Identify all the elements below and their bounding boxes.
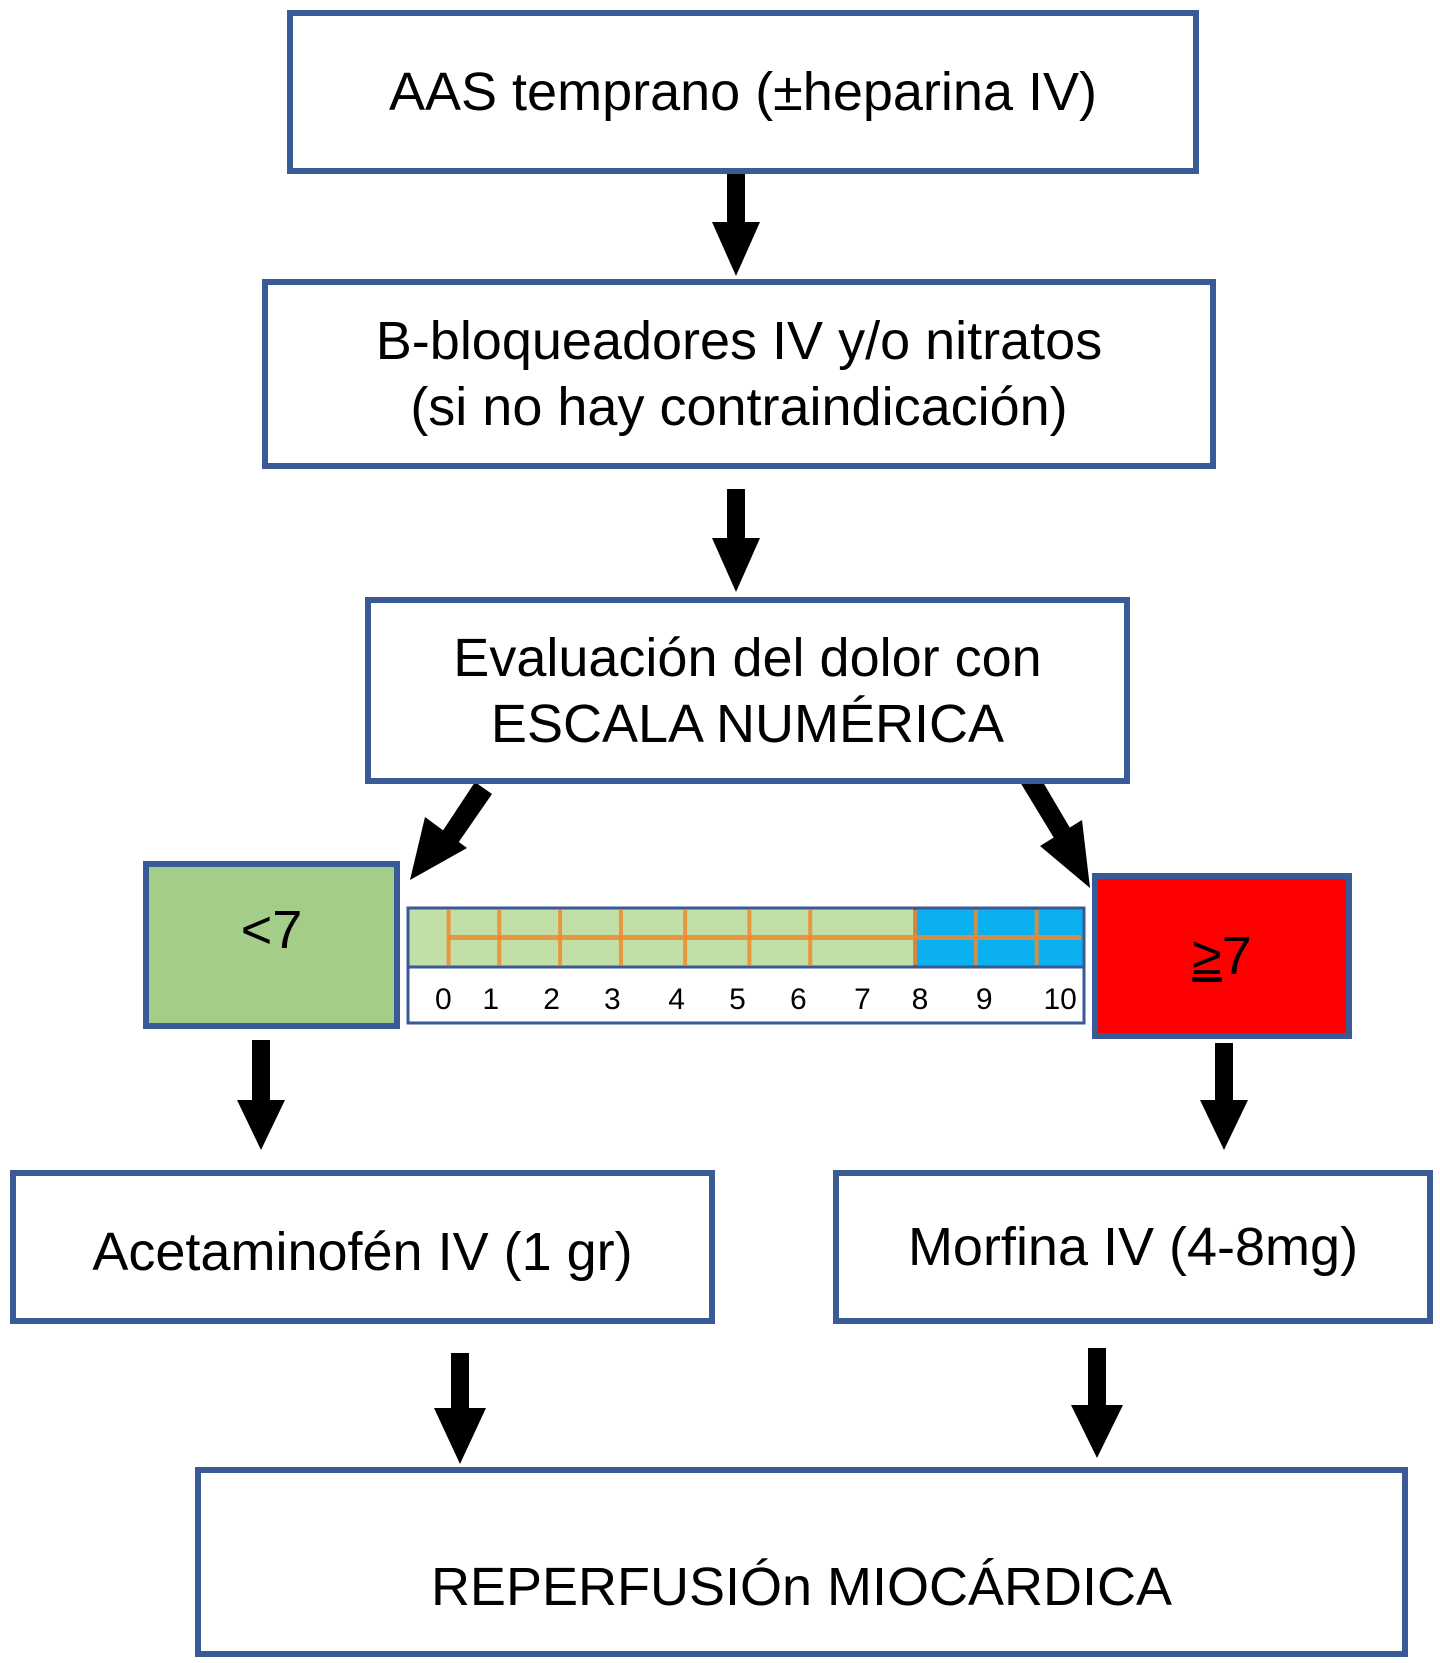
- acetaminophen-text: Acetaminofén IV (1 gr): [92, 1222, 633, 1282]
- low-pain-label: <7: [240, 900, 303, 960]
- outcome-text: REPERFUSIÓn MIOCÁRDICA: [430, 1557, 1173, 1617]
- step-eval-line2: ESCALA NUMÉRICA: [490, 693, 1005, 754]
- geq-symbol: ≥: [1192, 926, 1222, 986]
- scale-label: 2: [543, 983, 560, 1016]
- step-eval-line1: Evaluación del dolor con: [453, 627, 1042, 688]
- scale-label: 10: [1043, 983, 1076, 1016]
- high-pain-label: ≥7: [1192, 923, 1252, 989]
- arrow-down-icon: [434, 1353, 486, 1464]
- scale-label: 8: [912, 983, 929, 1016]
- arrow-down-icon: [1200, 1043, 1248, 1150]
- high-pain-value: 7: [1221, 926, 1252, 986]
- scale-label: 4: [668, 983, 685, 1016]
- step-beta-blockers-box: B-bloqueadores IV y/o nitratos (si no ha…: [262, 279, 1216, 469]
- low-pain-box: <7: [143, 861, 400, 1029]
- scale-label: 0: [435, 983, 452, 1016]
- scale-label: 3: [604, 983, 621, 1016]
- morphine-box: Morfina IV (4-8mg): [833, 1170, 1433, 1324]
- step-aas-text: AAS temprano (±heparina IV): [389, 62, 1097, 122]
- arrow-down-left-icon: [410, 782, 492, 880]
- step-beta-line2: (si no hay contraindicación): [410, 377, 1068, 437]
- arrow-down-icon: [237, 1040, 285, 1150]
- scale-label: 7: [854, 983, 871, 1016]
- outcome-reperfusion-box: REPERFUSIÓn MIOCÁRDICA: [195, 1467, 1408, 1657]
- morphine-text: Morfina IV (4-8mg): [907, 1217, 1359, 1277]
- scale-label: 5: [729, 983, 746, 1016]
- step-beta-line1: B-bloqueadores IV y/o nitratos: [375, 311, 1103, 371]
- acetaminophen-box: Acetaminofén IV (1 gr): [10, 1170, 715, 1324]
- arrow-down-icon: [712, 489, 760, 592]
- step-pain-evaluation-box: Evaluación del dolor con ESCALA NUMÉRICA: [365, 597, 1130, 784]
- high-pain-box: ≥7: [1092, 873, 1352, 1039]
- step-aas-box: AAS temprano (±heparina IV): [287, 10, 1199, 174]
- scale-label: 9: [976, 983, 993, 1016]
- arrow-down-icon: [1071, 1348, 1123, 1458]
- scale-label: 1: [482, 983, 499, 1016]
- arrow-down-right-icon: [1020, 772, 1090, 888]
- scale-label: 6: [790, 983, 807, 1016]
- arrow-down-icon: [712, 174, 760, 276]
